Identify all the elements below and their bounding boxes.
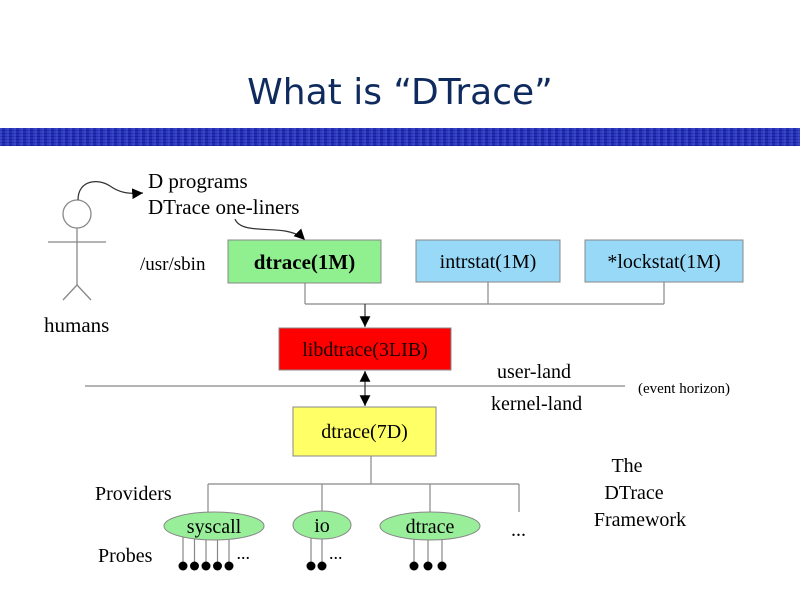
provider-tree-connector — [207, 456, 520, 512]
providers-layer: syscall...io...dtrace — [163, 510, 481, 571]
probe-dot[interactable] — [213, 561, 222, 571]
driver-box-dtrace-7d-rect — [292, 406, 437, 457]
provider-syscall[interactable]: syscall... — [163, 511, 265, 571]
library-box-libdtrace-label: libdtrace(3LIB) — [302, 339, 428, 361]
oneliners-to-dtrace-arrow — [234, 218, 306, 241]
command-box-intrstat-1m[interactable]: intrstat(1M) — [415, 239, 561, 283]
user-land-label: user-land — [497, 361, 571, 383]
command-box-intrstat-1m-rect — [415, 239, 561, 283]
slide-title: What is “DTrace” — [247, 72, 553, 113]
provider-dtrace[interactable]: dtrace — [379, 511, 481, 571]
providers-label: Providers — [95, 483, 172, 505]
probe-dot[interactable] — [317, 561, 327, 571]
probe-dot[interactable] — [190, 561, 199, 571]
probe-dot[interactable] — [201, 561, 211, 571]
framework-label-line-2: DTrace — [604, 482, 663, 504]
provider-ellipse — [379, 511, 481, 541]
probes-label: Probes — [98, 545, 153, 567]
providers-more-ellipsis: ... — [511, 519, 526, 541]
kernel-land-label: kernel-land — [491, 393, 582, 415]
command-box-intrstat-1m-label: intrstat(1M) — [440, 251, 537, 273]
input-label-d-programs: D programs — [148, 169, 248, 193]
command-box-lockstat-1m-label: *lockstat(1M) — [607, 251, 720, 273]
command-box-dtrace-1m-label: dtrace(1M) — [254, 250, 355, 274]
library-box-libdtrace[interactable]: libdtrace(3LIB) — [278, 327, 452, 371]
probe-dot[interactable] — [437, 561, 447, 571]
probes-more-ellipsis: ... — [237, 543, 251, 563]
framework-label-line-3: Framework — [594, 509, 686, 531]
human-stick-figure-icon — [48, 199, 106, 301]
human-to-programs-arrow — [77, 181, 144, 201]
provider-label: dtrace — [406, 516, 455, 538]
command-box-lockstat-1m-rect — [584, 239, 744, 283]
provider-label: syscall — [187, 516, 242, 538]
command-box-lockstat-1m[interactable]: *lockstat(1M) — [584, 239, 744, 283]
title-divider-band — [0, 128, 800, 146]
probes-more-ellipsis: ... — [329, 543, 343, 563]
probe-dot[interactable] — [423, 561, 433, 571]
framework-label-line-1: The — [611, 455, 642, 477]
probe-dot[interactable] — [306, 561, 316, 571]
driver-box-dtrace-7d-label: dtrace(7D) — [321, 421, 408, 443]
stick-figure-head — [62, 199, 92, 229]
stick-figure-right-leg — [76, 284, 92, 301]
event-horizon-note: (event horizon) — [638, 381, 730, 397]
driver-box-dtrace-7d[interactable]: dtrace(7D) — [292, 406, 437, 457]
stick-figure-left-leg — [62, 284, 78, 301]
library-box-libdtrace-rect — [278, 327, 452, 371]
probe-dot[interactable] — [409, 561, 419, 571]
provider-label: io — [314, 515, 330, 537]
humans-label: humans — [44, 313, 109, 337]
commands-connector — [304, 282, 665, 305]
provider-io[interactable]: io... — [292, 510, 352, 571]
provider-ellipse — [163, 511, 265, 541]
probe-dot[interactable] — [178, 561, 188, 571]
probe-dot[interactable] — [224, 561, 234, 571]
usr-sbin-label: /usr/sbin — [140, 254, 206, 275]
input-label-one-liners: DTrace one-liners — [148, 195, 299, 219]
command-box-dtrace-1m[interactable]: dtrace(1M) — [227, 239, 382, 284]
